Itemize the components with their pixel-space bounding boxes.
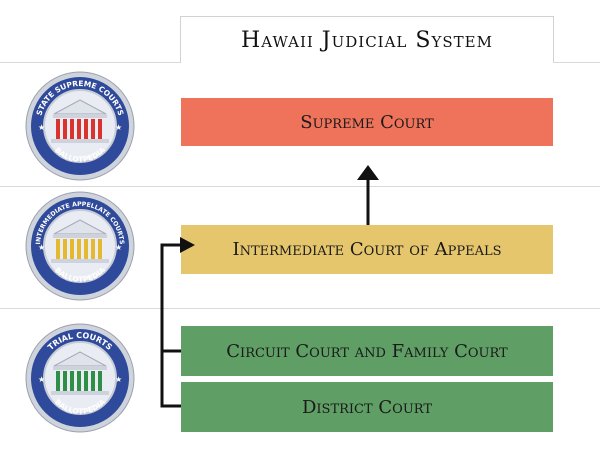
appeals-court-box: Intermediate Court of Appeals xyxy=(181,225,553,274)
diagram-title: Hawaii Judicial System xyxy=(180,16,554,63)
circuit-court-box: Circuit Court and Family Court xyxy=(181,326,553,376)
star-left-icon: ★ xyxy=(38,123,45,132)
star-left-icon: ★ xyxy=(38,375,45,384)
district-court-box: District Court xyxy=(181,382,553,432)
arrow-trial-to-appeals xyxy=(160,243,181,408)
trial-courts-seal: TRIAL COURTS BALLOTPEDIA ★ ★ xyxy=(25,323,135,433)
star-right-icon: ★ xyxy=(115,375,122,384)
arrow-head-right xyxy=(180,237,195,253)
supreme-court-box: Supreme Court xyxy=(181,98,553,146)
state-supreme-courts-seal: STATE SUPREME COURTS BALLOTPEDIA ★ ★ xyxy=(25,71,135,181)
divider-middle xyxy=(0,186,600,187)
star-right-icon: ★ xyxy=(115,243,122,252)
star-right-icon: ★ xyxy=(115,123,122,132)
arrow-head-up xyxy=(357,165,379,180)
star-left-icon: ★ xyxy=(38,243,45,252)
divider-bottom xyxy=(0,308,600,309)
intermediate-appellate-courts-seal: INTERMEDIATE APPELLATE COURTS BALLOTPEDI… xyxy=(25,191,135,301)
